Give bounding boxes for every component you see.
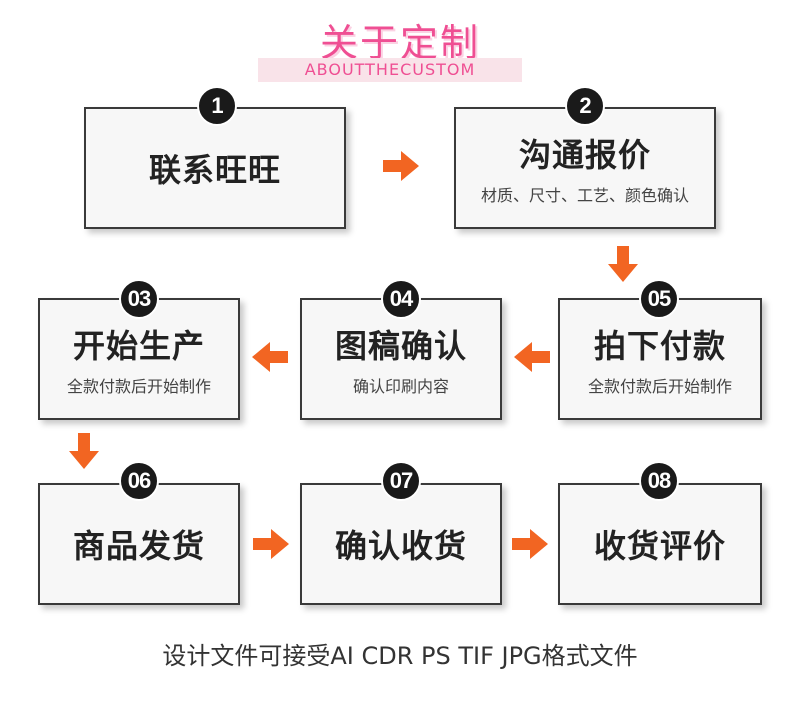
- step-number-badge: 04: [381, 279, 421, 319]
- step-label: 收货评价: [593, 527, 726, 565]
- step-number-badge: 2: [565, 86, 605, 126]
- step-description: 确认印刷内容: [352, 377, 449, 396]
- arrow-right-icon: [253, 529, 289, 559]
- step-number-badge: 06: [119, 461, 159, 501]
- arrow-right-icon: [512, 529, 548, 559]
- step-number-badge: 1: [197, 86, 237, 126]
- file-format-note: 设计文件可接受AI CDR PS TIF JPG格式文件: [162, 642, 638, 670]
- arrow-down-icon: [69, 433, 99, 469]
- page-title: 关于定制: [319, 21, 480, 65]
- arrow-right-icon: [383, 151, 419, 181]
- step-number-badge: 07: [381, 461, 421, 501]
- step-label: 商品发货: [72, 527, 205, 565]
- step-description: 全款付款后开始制作: [66, 377, 211, 396]
- step-production: 开始生产 全款付款后开始制作: [38, 298, 240, 420]
- arrow-left-icon: [514, 342, 550, 372]
- step-shipping: 商品发货: [38, 483, 240, 605]
- step-number-badge: 03: [119, 279, 159, 319]
- page-subtitle: ABOUTTHECUSTOM: [304, 60, 476, 79]
- step-description: 全款付款后开始制作: [587, 377, 732, 396]
- step-number-badge: 08: [639, 461, 679, 501]
- step-label: 开始生产: [72, 327, 205, 365]
- step-label: 拍下付款: [593, 327, 726, 365]
- step-number-badge: 05: [639, 279, 679, 319]
- step-review: 收货评价: [558, 483, 762, 605]
- step-description: 材质、尺寸、工艺、颜色确认: [480, 186, 689, 205]
- arrow-down-icon: [608, 246, 638, 282]
- step-label: 确认收货: [334, 527, 467, 565]
- header: 关于定制 ABOUTTHECUSTOM: [0, 0, 800, 90]
- step-label: 联系旺旺: [148, 151, 281, 189]
- subtitle-band: [258, 58, 522, 82]
- step-label: 沟通报价: [518, 136, 651, 174]
- step-payment: 拍下付款 全款付款后开始制作: [558, 298, 762, 420]
- arrow-left-icon: [252, 342, 288, 372]
- step-contact: 联系旺旺: [84, 107, 346, 229]
- step-receive: 确认收货: [300, 483, 502, 605]
- step-label: 图稿确认: [334, 327, 467, 365]
